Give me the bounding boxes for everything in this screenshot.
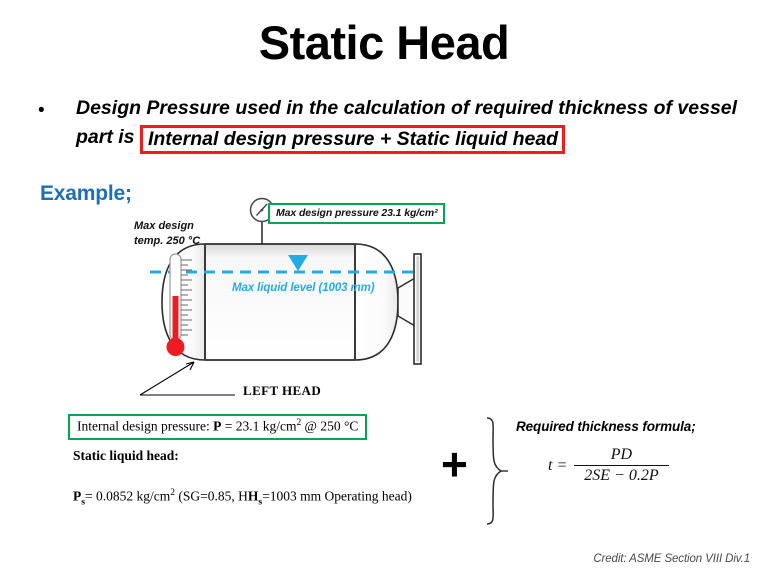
formula-fraction: PD 2SE − 0.2P [574,446,669,485]
pressure-gauge-icon [249,197,275,244]
max-liquid-level-label: Max liquid level (1003 mm) [232,282,375,294]
vessel-diagram [110,192,490,407]
grouping-brace [483,416,509,526]
ps-value: = 0.0852 kg/cm [85,488,171,504]
idp-symbol: P [213,418,222,434]
idp-equation: = 23.1 kg/cm [221,418,297,434]
static-head-value-line: Ps= 0.0852 kg/cm2 (SG=0.85, HHs=1003 mm … [73,488,412,507]
credit-line: Credit: ASME Section VIII Div.1 [593,553,750,565]
formula-lhs: t = [548,456,568,474]
left-head-leader [139,361,235,396]
static-liquid-head-label: Static liquid head: [73,448,179,463]
idp-prefix: Internal design pressure: [77,418,214,434]
liquid-level-triangle-icon [288,255,308,271]
left-head-label: LEFT HEAD [243,383,322,398]
ps-detail-a: (SG=0.85, H [175,488,248,504]
idp-suffix: @ 250 °C [301,418,359,434]
ps-symbol: P [73,488,82,504]
internal-design-pressure-box: Internal design pressure: P = 23.1 kg/cm… [68,414,368,440]
ps-detail-b: =1003 mm Operating head) [262,488,412,504]
ps-detail-h: H [247,488,259,504]
temp-line-2: temp. 250 °C [134,234,201,247]
thickness-formula: t = PD 2SE − 0.2P [548,446,669,485]
idp-exponent: 2 [296,418,302,428]
vessel-flange [397,253,422,365]
ps-subscript: s [81,496,86,508]
temp-line-1: Max design [134,220,194,232]
formula-numerator: PD [610,446,633,463]
bullet-text: Design Pressure used in the calculation … [76,95,750,155]
ps-exponent: 2 [170,488,175,498]
thermometer-icon [166,253,192,356]
bullet-marker: • [38,100,45,121]
highlighted-statement: Internal design pressure + Static liquid… [139,124,566,155]
page-title: Static Head [258,16,510,69]
formula-title: Required thickness formula; [516,419,696,434]
ps-detail-subscript: s [258,496,263,508]
bullet-text-lead: Design Pressure used in the calculation … [76,97,738,148]
max-design-temp-label: Max design temp. 250 °C [134,219,200,249]
max-design-pressure-callout: Max design pressure 23.1 kg/cm² [268,203,446,224]
formula-denominator: 2SE − 0.2P [574,465,669,485]
plus-operator: + [441,438,468,490]
bullet-row: • Design Pressure used in the calculatio… [38,95,750,155]
example-label: Example; [40,182,132,205]
